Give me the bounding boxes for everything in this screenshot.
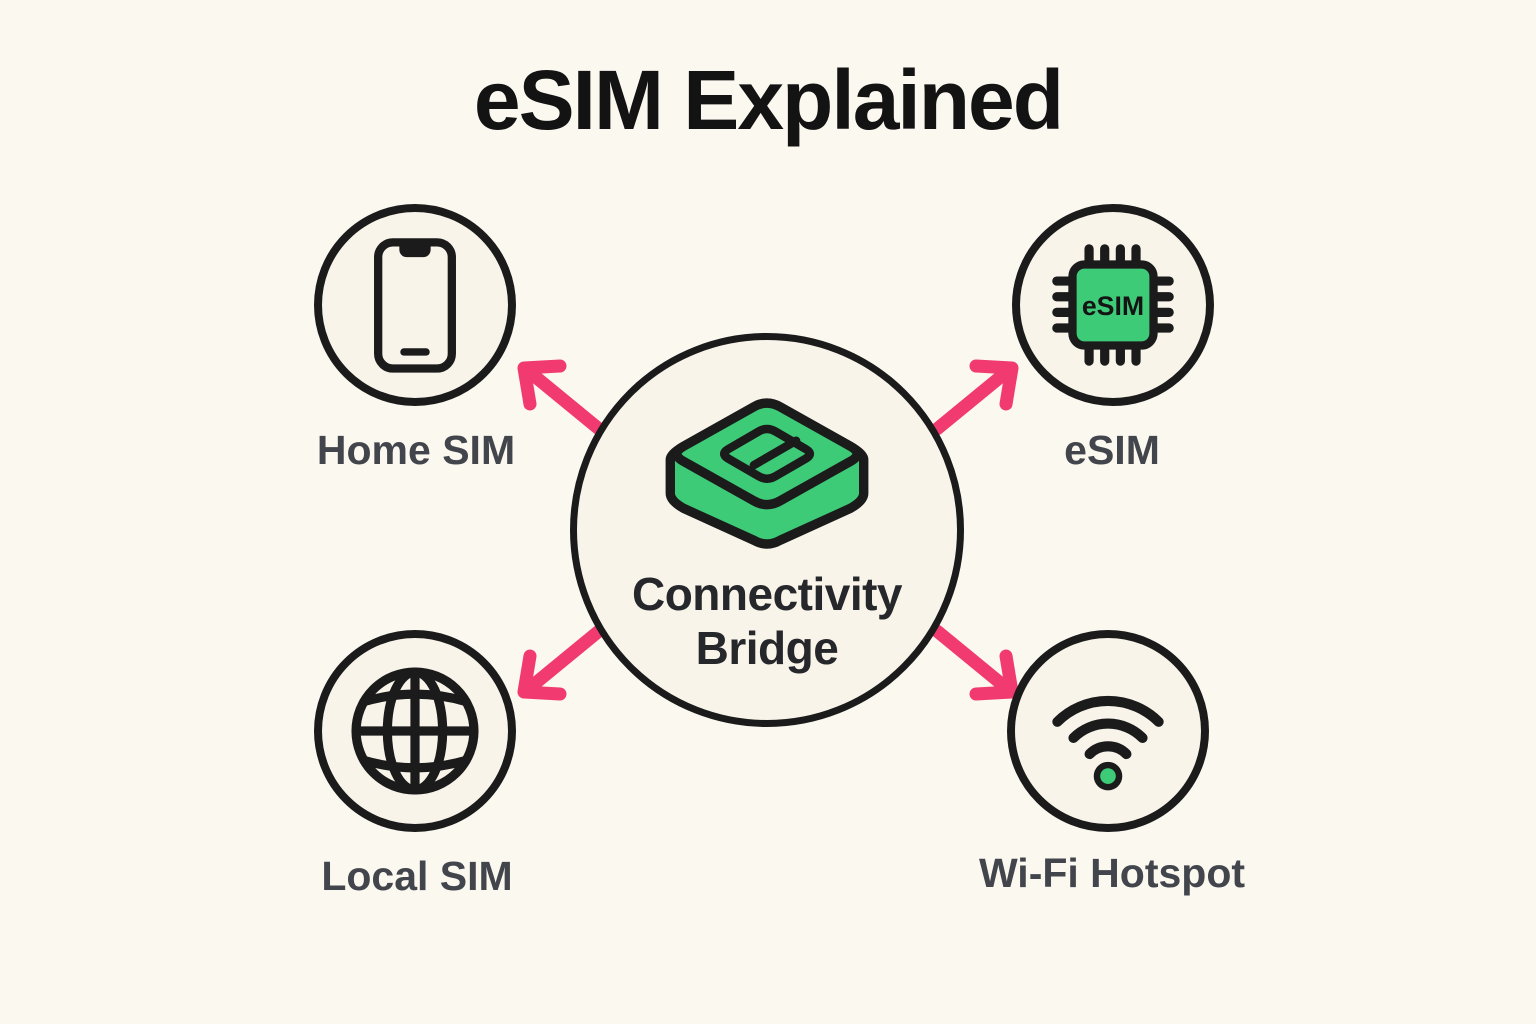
arrow-to-local-sim (517, 624, 606, 701)
connectivity-bridge-label-line1: Connectivity (631, 568, 903, 620)
node-esim: eSIM (1012, 204, 1214, 406)
connectivity-bridge-label: Connectivity Bridge (631, 567, 903, 676)
smartphone-icon (374, 238, 456, 373)
local-sim-label: Local SIM (321, 853, 513, 899)
node-wifi-hotspot (1007, 630, 1209, 832)
esim-chip-icon: eSIM (1052, 244, 1174, 366)
node-home-sim (314, 204, 516, 406)
wifi-icon (1052, 695, 1164, 791)
node-local-sim (314, 630, 516, 832)
globe-icon (351, 667, 479, 795)
arrow-to-esim (930, 359, 1019, 436)
esim-label: eSIM (1064, 427, 1160, 473)
home-sim-label: Home SIM (316, 427, 516, 473)
esim-chip-text: eSIM (1082, 291, 1144, 321)
arrow-to-wifi-hotspot (930, 624, 1019, 701)
arrow-to-home-sim (517, 359, 606, 436)
sim-card-3d-icon (665, 398, 869, 549)
wifi-hotspot-label: Wi-Fi Hotspot (978, 850, 1246, 896)
node-connectivity-bridge: Connectivity Bridge (570, 333, 964, 727)
connectivity-bridge-label-line2: Bridge (695, 622, 839, 675)
page-title: eSIM Explained (473, 53, 1064, 147)
